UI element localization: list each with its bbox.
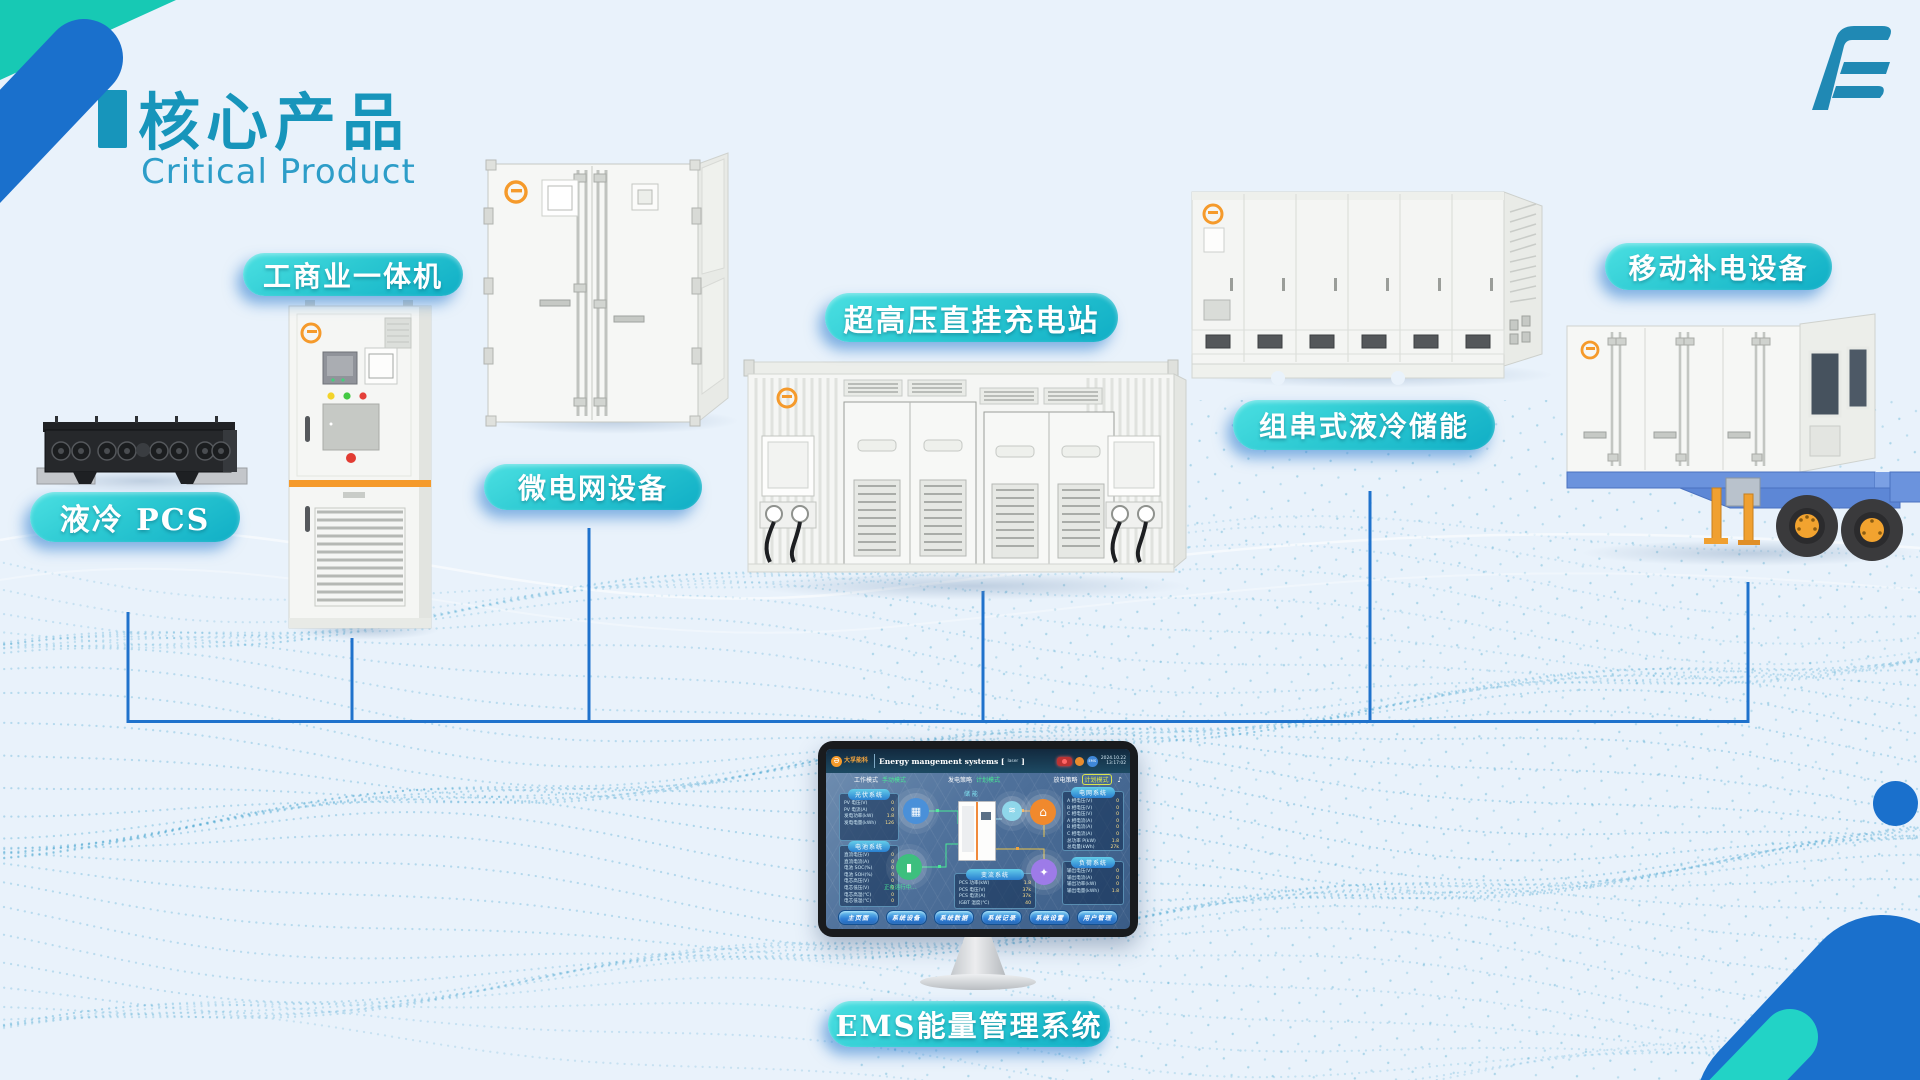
ems-data-row: IGBT 温度(℃)40 [959,900,1031,906]
product-image-commercial-all-in-one [288,300,432,629]
ems-button[interactable]: 主页面 [838,910,879,925]
label-ems-system: EMS能量管理系统 [828,1001,1110,1047]
circle-decoration [1873,781,1918,826]
ems-data-row: 输出电压(V)0 [1067,869,1119,874]
corner-decoration-top-left [0,0,176,203]
account-icon[interactable]: EMS [1086,755,1098,767]
ems-date: 2024.10.22 [1100,755,1126,761]
ems-data-row: 直流电流(A)0 [844,859,894,865]
ems-title: Energy mangement systems [ [879,756,1005,766]
product-image-liquid-cooled-pcs [36,416,248,485]
ems-screen: Ə 大孚能科 Energy mangement systems [ laser … [826,749,1130,929]
ems-button-bar: 主页面系统设备系统数据系统记录系统设置用户管理 [838,910,1118,925]
ems-flow-lines [922,809,1045,868]
ems-data-row: 总电量(kWh)27k [1067,845,1119,851]
ems-data-row: PCS 电压(V)37k [959,887,1031,893]
ems-cabinet-label: 储 能 [964,791,978,798]
monitor-stand-neck [950,937,1006,977]
ems-data-row: 发电功率(kW)1.8 [844,814,894,820]
label-hv-charging-station: 超高压直挂充电站 [825,293,1118,342]
label-mobile-charging-equipment: 移动补电设备 [1605,243,1832,290]
ems-data-row: 输出电流(A)0 [1067,875,1119,881]
ems-data-row: 发电电量(kWh)126 [844,820,894,826]
ems-data-row: B 相电压(V)0 [1067,805,1119,811]
ems-header: Ə 大孚能科 Energy mangement systems [ laser … [826,749,1130,773]
alarm-lamp-icon[interactable] [1056,756,1072,766]
ems-button[interactable]: 系统记录 [981,910,1023,925]
company-logo [1812,26,1891,110]
ems-data-row: 电芯高压(V)0 [844,879,894,885]
ems-button[interactable]: 系统数据 [933,910,975,925]
label-liquid-cooled-pcs: 液冷 PCS [30,492,240,542]
ems-brand: 大孚能科 [844,757,869,764]
ems-data-row: 输出功率(kW)0 [1067,882,1119,888]
page-title: 核心产品 [138,86,411,159]
ems-data-row: 电芯高温(℃)0 [844,892,894,898]
product-image-mobile-charging-trailer [1566,313,1920,561]
ems-data-row: C 相电流(A)0 [1067,831,1119,837]
label-microgrid-equipment: 微电网设备 [484,464,702,510]
ems-button[interactable]: 系统设备 [885,910,927,925]
ems-data-row: PV 电压(V)0 [844,801,894,806]
ems-data-row: 电池 SOC(%)0 [844,866,894,872]
product-image-hv-charging-station [743,359,1187,573]
ems-data-row: B 相电流(A)0 [1067,825,1119,831]
user-icon[interactable] [1074,756,1084,766]
ems-data-row: 直流电压(V)0 [844,853,894,858]
bell-icon[interactable]: ♪ [1117,775,1122,784]
ems-data-row: 总功率 P(kW)1.8 [1067,838,1119,844]
ems-button[interactable]: 系统设置 [1029,910,1071,925]
ems-status-text: 正在运行中... [884,885,917,891]
product-image-microgrid-equipment [483,152,729,427]
ems-node-pv-icon: ▦ [903,798,929,824]
ems-node-load-icon: ✦ [1031,859,1057,885]
ems-time: 13:17:02 [1106,761,1126,766]
product-image-string-liquid-cooled-storage [1191,191,1543,385]
corner-decoration-bottom-right [1701,915,1920,1080]
ems-node-transformer-icon: ≋ [1002,801,1022,821]
monitor-stand-base [920,974,1036,990]
label-string-liquid-cooled-storage: 组串式液冷储能 [1233,400,1495,450]
ems-data-row: 电芯低温(℃)0 [844,899,894,905]
page-subtitle: Critical Product [141,152,416,192]
ems-mode-bar: 工作模式手动模式 发电策略计划模式 放电策略计划模式 ♪ [854,774,1122,785]
ems-button[interactable]: 用户管理 [1077,910,1118,925]
ems-data-row: C 相电压(V)0 [1067,812,1119,818]
label-commercial-all-in-one: 工商业一体机 [243,253,463,296]
ems-data-row: 电池 SOH(%)0 [844,872,894,878]
ems-node-battery-icon: ▮ [896,854,922,880]
ems-data-row: A 相电压(V)0 [1067,799,1119,804]
ems-cabinet-image [958,801,996,861]
ems-node-grid-icon: ⌂ [1030,799,1056,825]
ems-data-row: PV 电流(A)0 [844,807,894,813]
title-accent-bar [98,90,127,148]
ems-data-row: A 相电流(A)0 [1067,818,1119,824]
ems-data-row: 电芯低压(V)0 [844,885,894,891]
ems-data-row: 输出电量(kWh)1.8 [1067,888,1119,894]
ems-data-row: PCS 电流(A)37k [959,894,1031,900]
ems-data-row: PCS 功率(kW)1.8 [959,881,1031,886]
ems-monitor: Ə 大孚能科 Energy mangement systems [ laser … [818,741,1138,991]
ems-logo-icon: Ə [831,755,842,767]
